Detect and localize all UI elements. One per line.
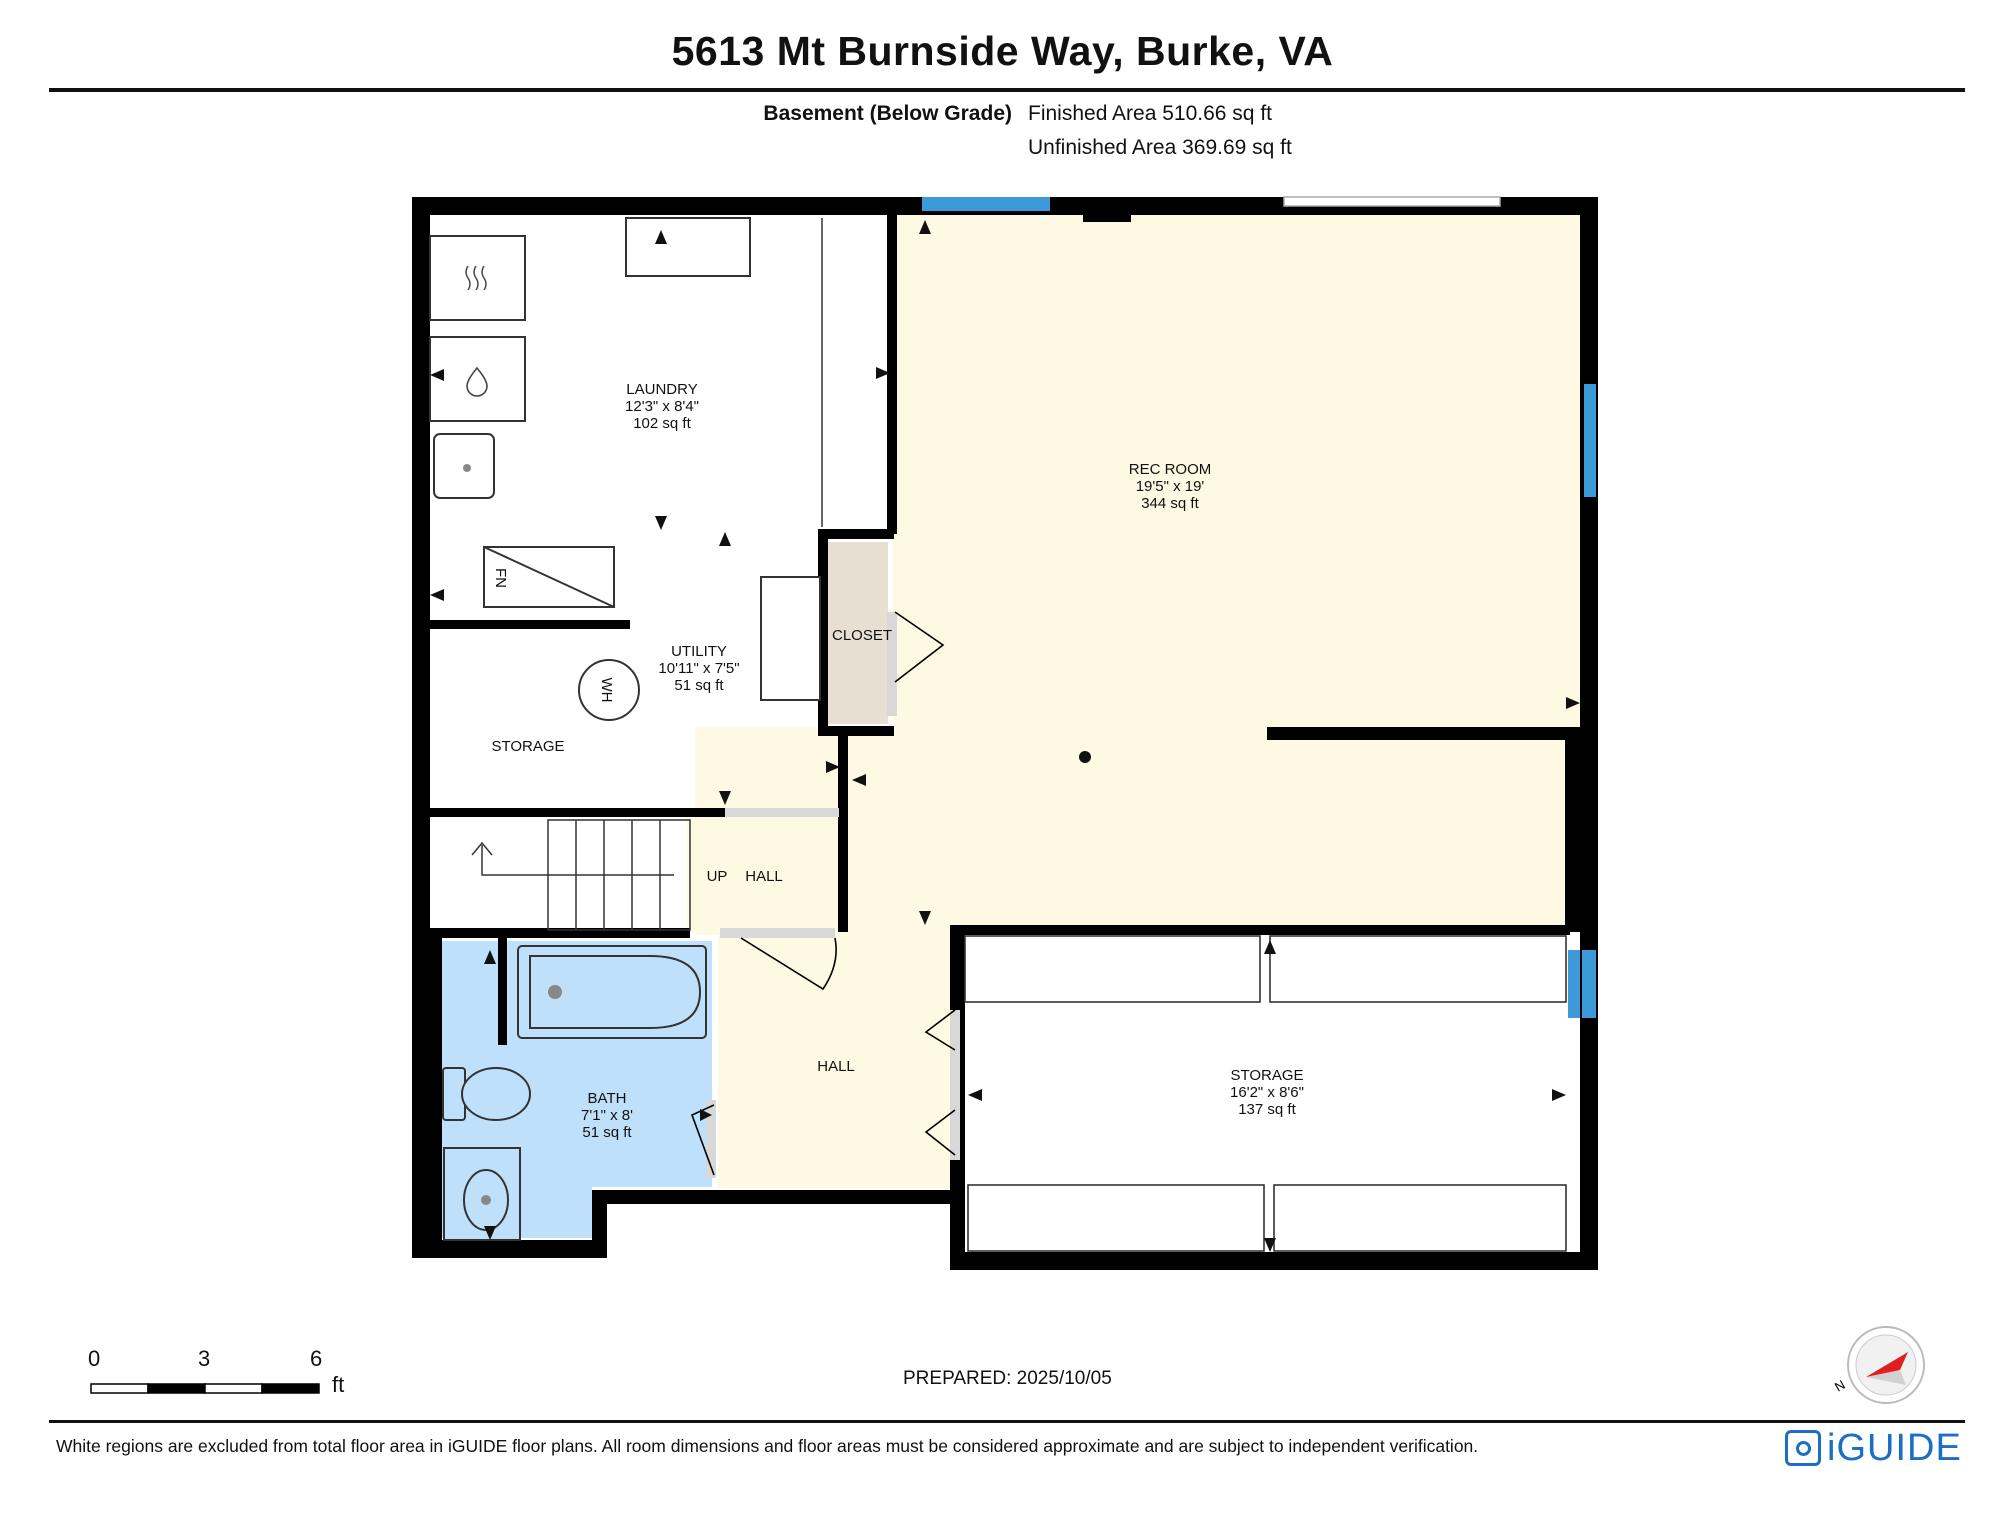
compass-north-label: N (1832, 1377, 1848, 1395)
utility-name: UTILITY (671, 643, 727, 660)
scale-tick-6: 6 (310, 1346, 323, 1371)
cabinet (625, 217, 751, 277)
sink-drain-icon-bath (481, 1195, 491, 1205)
door-openings (706, 612, 960, 1178)
rec-room-area: 344 sq ft (1141, 495, 1199, 512)
washer (429, 336, 526, 422)
disclaimer-text: White regions are excluded from total fl… (56, 1436, 1479, 1456)
stairs-up-label: UP (707, 868, 728, 885)
storage-shelves (964, 935, 1567, 1252)
furnace-label: FN (492, 568, 509, 588)
closet-fill (828, 542, 888, 724)
tub-drain-icon (548, 985, 562, 999)
laundry-area: 102 sq ft (633, 415, 691, 432)
bath-name: BATH (588, 1090, 627, 1107)
level-label: Basement (Below Grade) (763, 102, 1012, 125)
prepared-date: PREPARED: 2025/10/05 (903, 1368, 1112, 1389)
camera-arrows (430, 220, 1580, 1252)
appliances (429, 217, 823, 721)
page-title: 5613 Mt Burnside Way, Burke, VA (671, 28, 1334, 74)
water-heater-label: WH (598, 678, 615, 703)
scale-tick-3: 3 (198, 1346, 211, 1371)
unfinished-area: Unfinished Area 369.69 sq ft (1028, 136, 1292, 159)
stairs (471, 819, 691, 931)
utility-cabinet (760, 576, 821, 701)
rec-room-name: REC ROOM (1129, 461, 1212, 478)
scale-tick-0: 0 (88, 1346, 101, 1371)
laundry-name: LAUNDRY (626, 381, 697, 398)
storage-right-area: 137 sq ft (1238, 1101, 1296, 1118)
scale-unit: ft (332, 1372, 345, 1397)
hall-lower-name: HALL (817, 1058, 855, 1075)
title-rule (49, 88, 1965, 92)
laundry-dims: 12'3" x 8'4" (625, 398, 699, 415)
iguide-logo: iGUIDE (1785, 1426, 1962, 1470)
bath-dims: 7'1" x 8' (581, 1107, 633, 1124)
footer-rule (49, 1420, 1965, 1423)
rec-room-dims: 19'5" x 19' (1136, 478, 1205, 495)
rec-room-fill (695, 214, 1582, 1188)
washer-drop-icon (466, 366, 488, 397)
doors (690, 611, 956, 1176)
finished-area: Finished Area 510.66 sq ft (1028, 102, 1272, 125)
dryer (429, 235, 526, 321)
closet-name: CLOSET (832, 627, 892, 644)
scale-bar (90, 1383, 320, 1394)
water-heater-circle (578, 659, 640, 721)
toilet-bowl (461, 1067, 531, 1121)
iguide-logo-icon (1785, 1430, 1821, 1466)
compass-icon (1847, 1326, 1925, 1404)
hall-upper-name: HALL (745, 868, 783, 885)
utility-dims: 10'11" x 7'5" (658, 660, 739, 677)
iguide-logo-text: iGUIDE (1827, 1426, 1962, 1469)
storage-right-dims: 16'2" x 8'6" (1230, 1084, 1304, 1101)
storage-right-name: STORAGE (1230, 1067, 1303, 1084)
hall-upper-fill (687, 818, 840, 933)
windows (922, 196, 1596, 1018)
utility-area: 51 sq ft (674, 677, 724, 694)
storage-left-name: STORAGE (491, 738, 564, 755)
sink-drain-icon (463, 464, 471, 472)
dryer-icon (465, 265, 487, 291)
bath-area: 51 sq ft (582, 1124, 632, 1141)
